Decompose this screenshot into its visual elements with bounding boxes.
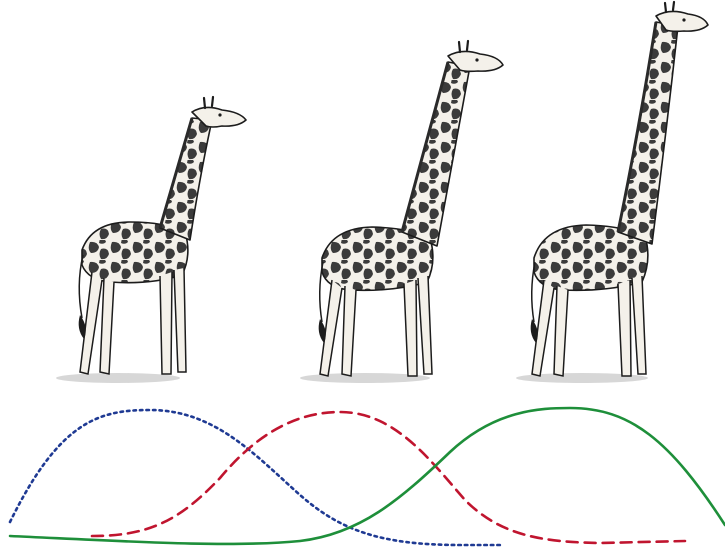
giraffe-tail-tuft bbox=[318, 319, 326, 343]
giraffe-neck bbox=[401, 61, 471, 247]
neck-length-distribution-curves bbox=[8, 406, 725, 547]
giraffe-mane bbox=[158, 117, 194, 229]
giraffe-mane bbox=[400, 61, 450, 233]
giraffe-tail bbox=[531, 261, 536, 323]
giraffe-leg bbox=[631, 275, 647, 375]
giraffe-long-neck-icon bbox=[516, 0, 709, 383]
giraffe-neck bbox=[617, 21, 679, 245]
giraffe-tail bbox=[78, 254, 84, 319]
giraffe-eye bbox=[682, 18, 686, 22]
ground-shadow bbox=[56, 373, 180, 383]
giraffe-head bbox=[655, 10, 709, 33]
giraffe-eye bbox=[475, 58, 479, 62]
giraffe-leg bbox=[341, 285, 357, 377]
giraffe-head bbox=[191, 106, 247, 128]
medium-neck-distribution-curve bbox=[90, 410, 687, 545]
giraffe-tail-tuft bbox=[78, 315, 86, 339]
giraffe-medium-neck-icon bbox=[300, 39, 504, 383]
giraffe-tail bbox=[319, 261, 324, 323]
giraffe-leg bbox=[617, 279, 632, 377]
giraffe-leg bbox=[319, 279, 343, 377]
giraffe-leg bbox=[173, 267, 187, 373]
giraffe-ossicones bbox=[663, 0, 676, 14]
giraffe-leg bbox=[159, 271, 173, 375]
giraffe-leg bbox=[531, 279, 555, 377]
giraffe-ossicones bbox=[457, 39, 470, 54]
giraffe-leg bbox=[99, 277, 115, 375]
ground-shadow bbox=[516, 373, 648, 383]
giraffe-tail-tuft bbox=[530, 319, 538, 343]
giraffe-eye bbox=[218, 113, 222, 117]
ground-shadow bbox=[300, 373, 430, 383]
giraffe-leg bbox=[403, 279, 418, 377]
long-neck-distribution-curve bbox=[8, 406, 725, 546]
giraffe-ossicones bbox=[202, 95, 215, 110]
giraffe-mane bbox=[616, 21, 658, 233]
giraffe-head bbox=[447, 50, 504, 73]
short-neck-distribution-curve bbox=[8, 408, 502, 547]
giraffe-leg bbox=[553, 285, 569, 377]
giraffe-body bbox=[321, 226, 434, 292]
giraffe-leg bbox=[417, 275, 433, 375]
giraffe-leg bbox=[79, 271, 103, 375]
giraffe-short-neck-icon bbox=[56, 95, 247, 383]
